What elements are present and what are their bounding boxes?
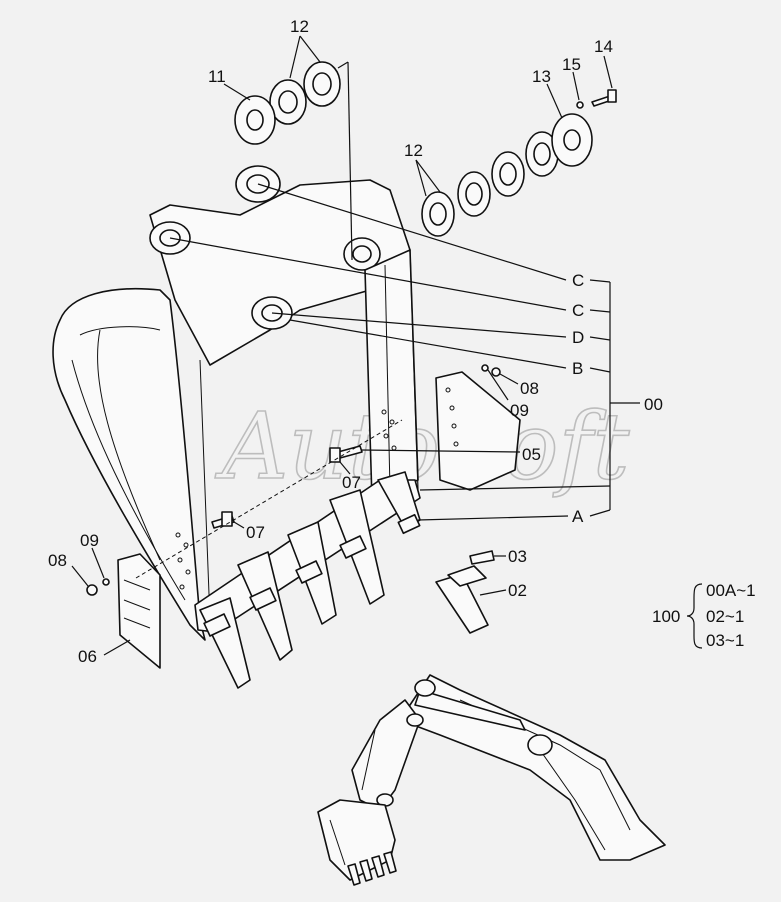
callout-d: D [572, 328, 584, 347]
callout-c2: C [572, 301, 584, 320]
shims-right [421, 131, 559, 237]
kit-item-1: 00A~1 [706, 581, 756, 600]
callout-07-center: 07 [342, 473, 361, 492]
leader-lines [71, 35, 640, 656]
watermark: AutoSoft [214, 393, 631, 500]
nut-08-left [86, 584, 98, 596]
callout-12-top: 12 [290, 17, 309, 36]
callout-12-right: 12 [404, 141, 423, 160]
washer-15 [576, 101, 584, 109]
callout-00: 00 [644, 395, 663, 414]
callout-b: B [572, 359, 583, 378]
shims-top [269, 61, 341, 125]
kit-label: 100 [652, 607, 680, 626]
callouts: 12 11 13 15 14 12 C C D B 00 08 09 05 07… [48, 17, 663, 666]
teeth-row [199, 471, 421, 689]
callout-15: 15 [562, 55, 581, 74]
side-cutter-06 [117, 553, 161, 669]
callout-06: 06 [78, 647, 97, 666]
nut-08-right [491, 367, 501, 377]
side-cutter-right [435, 371, 521, 491]
callout-a: A [572, 507, 584, 526]
callout-14: 14 [594, 37, 613, 56]
callout-11: 11 [208, 67, 226, 86]
kit-item-3: 03~1 [706, 631, 744, 650]
callout-13: 13 [532, 67, 551, 86]
pin-03 [469, 550, 495, 565]
callout-09-right: 09 [510, 401, 529, 420]
callout-c1: C [572, 271, 584, 290]
callout-09-left: 09 [80, 531, 99, 550]
callout-08-left: 08 [48, 551, 67, 570]
excavator-inset [317, 674, 666, 886]
callout-02: 02 [508, 581, 527, 600]
callout-07-left: 07 [246, 523, 265, 542]
washer-09-left [102, 578, 110, 586]
kit-item-2: 02~1 [706, 607, 744, 626]
washer-09-right [481, 364, 489, 372]
callout-08-right: 08 [520, 379, 539, 398]
callout-05: 05 [522, 445, 541, 464]
kit-group: 100 00A~1 02~1 03~1 [652, 581, 756, 650]
callout-03: 03 [508, 547, 527, 566]
